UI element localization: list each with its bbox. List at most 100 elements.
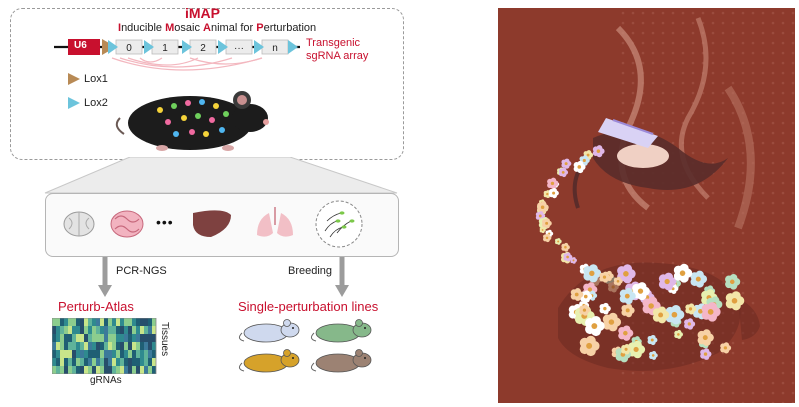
sgrna-slot: 1 bbox=[151, 39, 179, 55]
heatmap-cell bbox=[116, 342, 120, 350]
arrow-left-head bbox=[98, 285, 112, 297]
heatmap-cell bbox=[148, 318, 152, 326]
perturb-atlas-heatmap bbox=[52, 318, 157, 374]
subtitle-part: P bbox=[256, 22, 264, 34]
heatmap-cell bbox=[140, 318, 144, 326]
heatmap-cell bbox=[100, 366, 104, 374]
heatmap-cell bbox=[124, 366, 128, 374]
flower bbox=[628, 340, 646, 359]
heatmap-cell bbox=[112, 366, 116, 374]
heatmap-cell bbox=[100, 342, 104, 350]
sperm-icon bbox=[315, 200, 363, 248]
mosaic-mouse-icon bbox=[115, 91, 269, 151]
heatmap-cell bbox=[128, 334, 132, 342]
heatmap-cell bbox=[112, 350, 116, 358]
heatmap-cell bbox=[132, 366, 136, 374]
flower bbox=[563, 252, 573, 262]
perturbation-mice bbox=[238, 319, 372, 373]
lox2-site bbox=[288, 40, 298, 54]
perturbation-mouse-icon bbox=[310, 349, 372, 373]
breeding-label: Breeding bbox=[288, 265, 333, 277]
heatmap-cell bbox=[120, 318, 124, 326]
flower bbox=[725, 291, 745, 311]
heatmap-cell bbox=[60, 358, 64, 366]
heatmap-cell bbox=[116, 318, 120, 326]
heatmap-cell bbox=[52, 350, 56, 358]
heatmap-cell bbox=[140, 326, 144, 334]
heatmap-cell bbox=[108, 366, 112, 374]
imap-title: iMAP bbox=[185, 5, 220, 21]
heatmap-cell bbox=[56, 350, 60, 358]
sgrna-slot-label: 1 bbox=[162, 43, 168, 54]
heatmap-cell bbox=[124, 318, 128, 326]
flower bbox=[579, 304, 591, 316]
flower bbox=[619, 287, 636, 305]
heatmap-cell bbox=[88, 334, 92, 342]
subtitle-part: nducible bbox=[121, 22, 166, 34]
heatmap-cell bbox=[148, 342, 152, 350]
heatmap-cell bbox=[136, 358, 140, 366]
organ-ellipsis: ••• bbox=[156, 214, 174, 230]
flower bbox=[561, 242, 570, 252]
heatmap-cell bbox=[148, 350, 152, 358]
lox2-label: Lox2 bbox=[84, 97, 108, 109]
heatmap-cell bbox=[56, 318, 60, 326]
flower bbox=[543, 233, 552, 243]
flower bbox=[684, 318, 696, 330]
heatmap-cell bbox=[144, 366, 148, 374]
heatmap-cell bbox=[68, 318, 72, 326]
heatmap-cell bbox=[96, 342, 100, 350]
heatmap-cell bbox=[108, 350, 112, 358]
organ-icons bbox=[63, 200, 363, 248]
flower bbox=[548, 188, 559, 199]
heatmap-cell bbox=[60, 342, 64, 350]
heatmap-cell bbox=[116, 326, 120, 334]
flower bbox=[621, 344, 632, 355]
flower bbox=[541, 218, 552, 229]
heatmap-cell bbox=[120, 326, 124, 334]
heatmap-cell bbox=[124, 342, 128, 350]
flower bbox=[561, 158, 572, 169]
heatmap-cell bbox=[104, 326, 108, 334]
flower bbox=[701, 302, 721, 322]
heatmap-cell bbox=[100, 334, 104, 342]
heatmap-cell bbox=[128, 326, 132, 334]
flower bbox=[539, 226, 546, 234]
heatmap-cell bbox=[88, 366, 92, 374]
heatmap-cell bbox=[128, 366, 132, 374]
heatmap-cell bbox=[132, 334, 136, 342]
heatmap-cell bbox=[112, 326, 116, 334]
lox1-label: Lox1 bbox=[84, 73, 108, 85]
flower bbox=[570, 288, 584, 301]
heatmap-cell bbox=[80, 334, 84, 342]
sgrna-slot-label: n bbox=[272, 43, 278, 54]
heatmap-cell bbox=[132, 358, 136, 366]
subtitle-part: erturbation bbox=[263, 22, 317, 34]
heatmap-cell bbox=[72, 342, 76, 350]
flower bbox=[685, 303, 697, 315]
heatmap-cell bbox=[128, 350, 132, 358]
flower bbox=[725, 274, 741, 290]
heatmap-cell bbox=[92, 334, 96, 342]
lox2-legend-icon bbox=[68, 97, 80, 109]
flower bbox=[649, 350, 658, 360]
heatmap-cell bbox=[148, 358, 152, 366]
heatmap-cell bbox=[148, 326, 152, 334]
heatmap-cell bbox=[72, 350, 76, 358]
heatmap-cell bbox=[148, 366, 152, 374]
heatmap-cell bbox=[140, 334, 144, 342]
heatmap-cell bbox=[84, 342, 88, 350]
flower bbox=[583, 264, 602, 283]
sgrna-slot: 2 bbox=[189, 39, 217, 55]
heatmap-cell bbox=[80, 342, 84, 350]
heatmap-cell bbox=[152, 326, 156, 334]
single-perturbation-title: Single-perturbation lines bbox=[238, 299, 379, 314]
heatmap-cell bbox=[68, 342, 72, 350]
heatmap-cell bbox=[104, 350, 108, 358]
flower bbox=[573, 160, 586, 174]
flower bbox=[652, 306, 670, 324]
flow-arrows bbox=[98, 257, 349, 297]
subtitle-part: I bbox=[118, 22, 122, 34]
heatmap-cell bbox=[56, 334, 60, 342]
heatmap-cell bbox=[148, 334, 152, 342]
